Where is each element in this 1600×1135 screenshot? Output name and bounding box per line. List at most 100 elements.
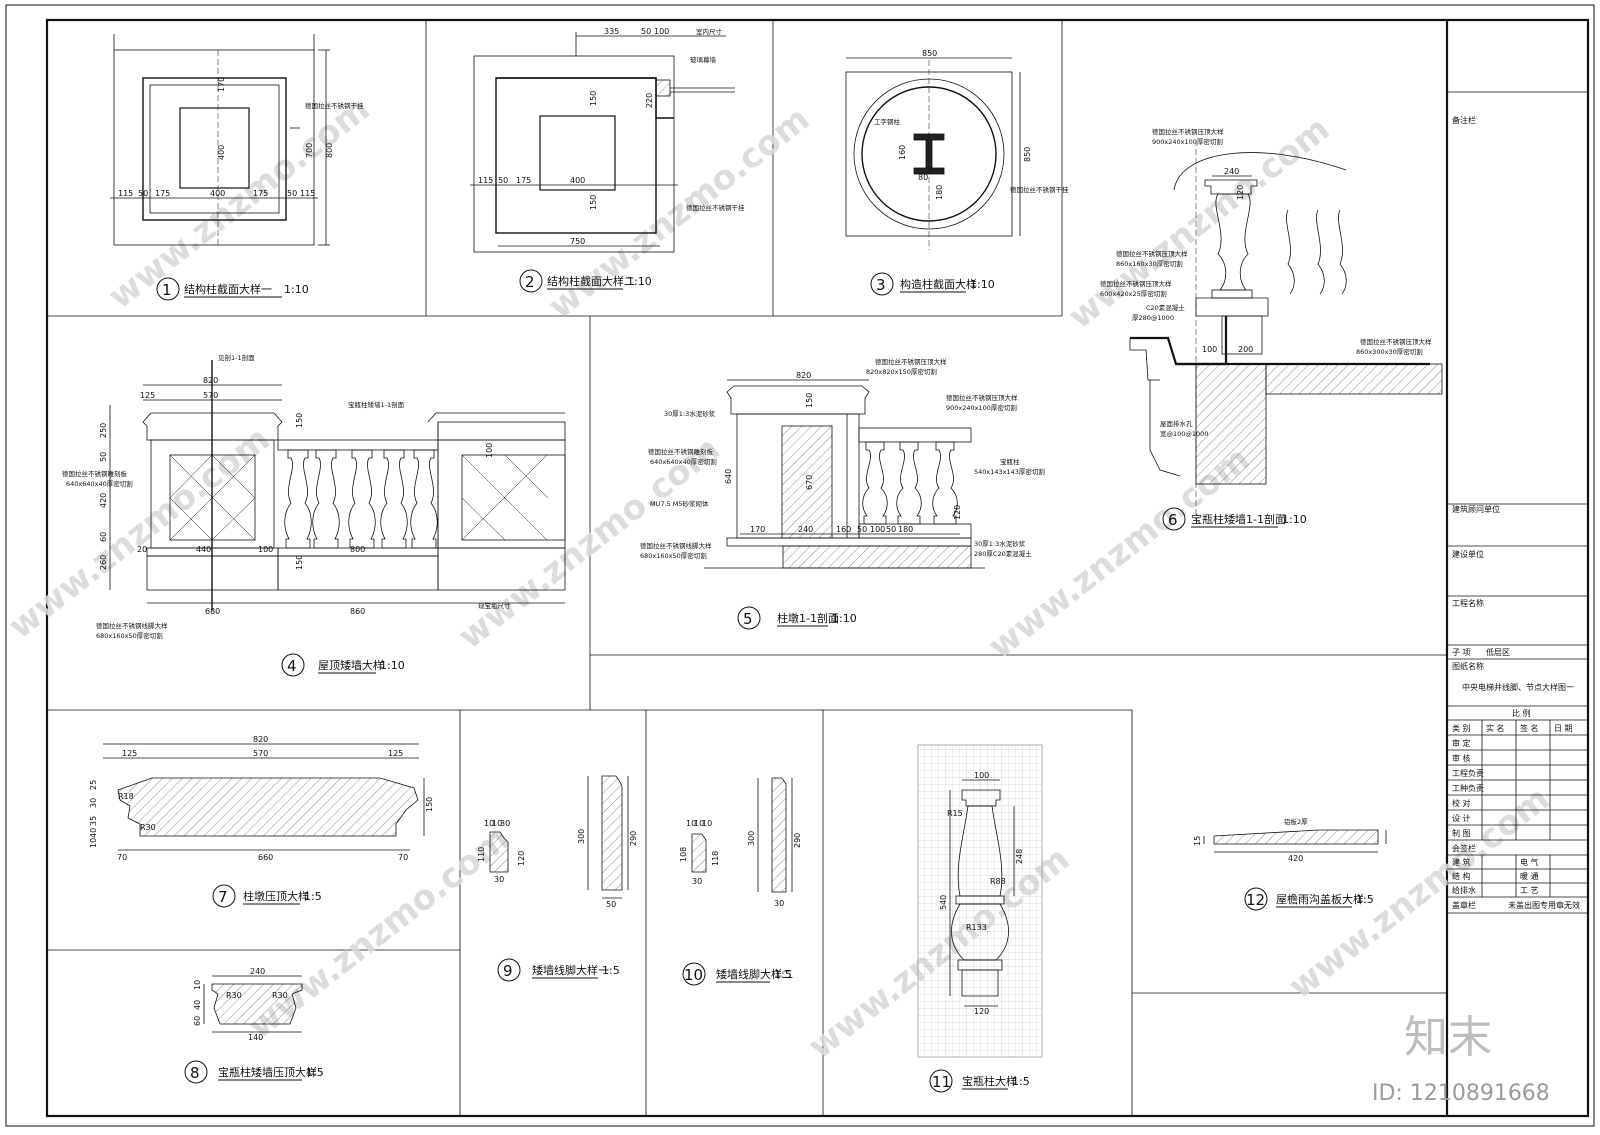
dimension-label: 150 xyxy=(425,797,434,812)
tb-sign-label: 会签栏 xyxy=(1452,843,1476,853)
dimension-label: 15 xyxy=(1193,836,1202,846)
detail-2-drawing xyxy=(470,32,735,253)
dimension-label: 700 xyxy=(305,143,314,158)
dimension-label: 30 xyxy=(494,875,504,884)
dimension-label: 审 定 xyxy=(1452,738,1471,748)
dimension-label: 20 xyxy=(137,545,147,554)
detail-8-dims: 240 R30 R30 140 10 40 60 xyxy=(193,967,288,1042)
brand-id: ID: 1210891668 xyxy=(1372,1081,1550,1106)
dimension-label: 40 xyxy=(89,828,98,838)
dimension-label: 35 xyxy=(89,816,98,826)
detail-12-title: 12 屋檐雨沟盖板大样 1:5 xyxy=(1244,887,1374,911)
dimension-label: 680 xyxy=(205,607,220,616)
dimension-label: 10 xyxy=(702,819,712,828)
dimension-label: 170 xyxy=(750,525,765,534)
detail-4-dims: 820 125 570 250 150 420 260 680 860 440 … xyxy=(62,353,511,640)
detail-12-drawing xyxy=(1203,829,1387,853)
dimension-label: 170 xyxy=(217,77,226,92)
dimension-label: C20素混凝土 xyxy=(1146,303,1185,312)
dimension-label: 50 xyxy=(287,189,297,198)
tb-builder: 建设单位 xyxy=(1452,549,1484,559)
dimension-label: 9 xyxy=(503,962,513,980)
dimension-label: 750 xyxy=(570,237,585,246)
detail-1-dims: 115 50 175 400 175 50 115 170 400 700 80… xyxy=(118,77,364,198)
dimension-label: 暖 通 xyxy=(1520,871,1539,881)
detail-1-drawing xyxy=(110,34,330,246)
dimension-label: 290 xyxy=(629,831,638,846)
dimension-label: 680x160x50厚密切割 xyxy=(640,551,707,560)
detail-9-dims: 10 10 30 110 120 300 290 50 30 xyxy=(477,819,638,909)
dimension-label: 260 xyxy=(99,555,108,570)
dimension-label: 240 xyxy=(250,967,265,976)
tb-subitem-value: 低层区 xyxy=(1486,647,1510,657)
detail-7-title: 7 柱墩压顶大样 1:5 xyxy=(212,884,322,908)
dimension-label: 540 xyxy=(939,895,948,910)
dimension-label: 宝瓶柱矮墙压顶大样 xyxy=(218,1065,317,1079)
dimension-label: 德国拉丝不锈钢干挂 xyxy=(1010,185,1069,194)
dimension-label: 柱墩压顶大样 xyxy=(243,889,309,903)
dimension-label: 1:10 xyxy=(832,612,857,625)
dimension-label: 审 核 xyxy=(1452,753,1471,763)
detail-3-dims: 850 160 180 80 850 工字钢柱 德国拉丝不锈钢干挂 xyxy=(874,49,1069,200)
dimension-label: 德国拉丝不锈钢线脚大样 xyxy=(640,541,712,550)
dimension-label: 30 xyxy=(500,819,510,828)
dimension-label: 220 xyxy=(645,93,654,108)
dimension-label: 类 别 xyxy=(1452,723,1471,733)
dimension-label: 160 xyxy=(898,145,907,160)
detail-3-title: 3 构造柱截面大样 1:10 xyxy=(870,272,995,296)
detail-10-dims: 10 10 10 108 118 300 290 30 30 xyxy=(679,819,802,908)
dimension-label: 电 气 xyxy=(1520,857,1539,867)
dimension-label: 118 xyxy=(711,851,720,866)
detail-10-drawing xyxy=(691,777,793,893)
dimension-label: 德国拉丝不锈钢压顶大样 xyxy=(875,357,947,366)
dimension-label: 矮墙线脚大样一 xyxy=(532,963,609,977)
dimension-label: 900x240x100厚密切割 xyxy=(946,403,1017,412)
dimension-label: 850 xyxy=(922,49,937,58)
dimension-label: 30 xyxy=(774,899,784,908)
dimension-label: 280厚C20素混凝土 xyxy=(974,549,1032,558)
detail-12-dims: 420 15 铝板2厚 xyxy=(1193,817,1308,863)
dimension-label: 结构柱截面大样一 xyxy=(184,282,272,296)
tb-stamp-note: 未盖出图专用章无效 xyxy=(1508,900,1580,910)
dimension-label: 420 xyxy=(99,493,108,508)
dimension-label: 125 xyxy=(388,749,403,758)
dimension-label: 600x420x25厚密切割 xyxy=(1100,289,1167,298)
tb-subitem-label: 子 项 xyxy=(1452,648,1471,657)
dimension-label: 30 xyxy=(692,877,702,886)
dimension-label: 50 xyxy=(886,525,896,534)
detail-11-drawing xyxy=(917,744,1043,1058)
dimension-label: 德国拉丝不锈钢压顶大样 xyxy=(1152,127,1224,136)
detail-3-drawing xyxy=(845,57,1021,250)
dimension-label: 10 xyxy=(484,819,494,828)
dimension-label: 175 xyxy=(516,176,531,185)
dimension-label: 60 xyxy=(193,1016,202,1026)
dimension-label: 180 xyxy=(898,525,913,534)
dimension-label: 860x160x30厚密切割 xyxy=(1116,259,1183,268)
dimension-label: 1:10 xyxy=(627,275,652,288)
detail-11-title: 11 宝瓶柱大样 1:5 xyxy=(929,1069,1030,1093)
dimension-label: 12 xyxy=(1246,891,1265,909)
dimension-label: 850 xyxy=(1023,147,1032,162)
dimension-label: R18 xyxy=(118,792,134,801)
dimension-label: 宝瓶柱矮墙1-1剖面 xyxy=(1191,512,1286,526)
dimension-label: 150 xyxy=(589,195,598,210)
dimension-label: R133 xyxy=(966,923,987,932)
dimension-label: 570 xyxy=(253,749,268,758)
dimension-label: 见剖1-1剖面 xyxy=(218,353,255,362)
dimension-label: 1:5 xyxy=(774,968,792,981)
dimension-label: 820x820x150厚密切割 xyxy=(866,367,937,376)
dimension-label: 440 xyxy=(196,545,211,554)
dimension-label: 宽@100@1000 xyxy=(1160,429,1208,438)
dimension-label: 150 xyxy=(295,555,304,570)
dimension-label: 240 xyxy=(798,525,813,534)
dimension-label: 结 构 xyxy=(1452,871,1471,881)
dimension-label: 100 xyxy=(654,27,669,36)
dimension-label: 240 xyxy=(1224,167,1239,176)
dimension-label: 900x240x100厚密切割 xyxy=(1152,137,1223,146)
dimension-label: 115 xyxy=(118,189,133,198)
dimension-label: 柱墩1-1剖面 xyxy=(777,611,839,625)
detail-5-title: 5 柱墩1-1剖面 1:10 xyxy=(737,606,857,630)
title-block: 备注栏 建筑顾问单位 建设单位 工程名称 子 项 低层区 图纸名称 中央电梯井线… xyxy=(1447,91,1588,914)
dimension-label: 125 xyxy=(140,391,155,400)
